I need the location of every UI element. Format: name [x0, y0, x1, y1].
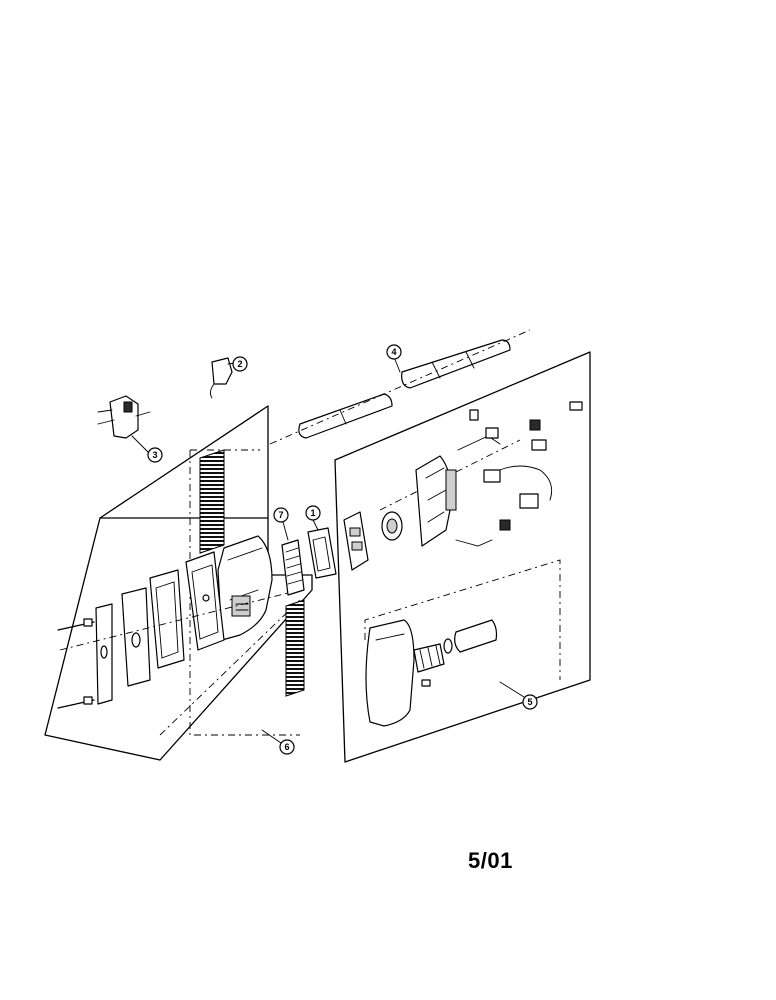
- part-1-gasket: [307, 527, 337, 579]
- motor-housing: [415, 455, 457, 547]
- callout-6: 6: [261, 729, 295, 755]
- part-2-charger: [209, 357, 243, 399]
- wire-harness: [455, 401, 583, 547]
- battery-pack-lower: [298, 393, 393, 439]
- part-3-bracket: [97, 395, 151, 453]
- axis-line-4: [269, 329, 531, 445]
- screw-upper: [57, 618, 95, 631]
- nozzle-cover: [365, 619, 415, 727]
- small-clip: [421, 679, 431, 687]
- grille-bottom: [285, 599, 305, 697]
- frame-3: [149, 569, 185, 669]
- svg-text:7: 7: [278, 510, 283, 520]
- switch-plate: [343, 511, 369, 571]
- callout-2: 2: [232, 356, 248, 372]
- callout-1: 1: [305, 505, 321, 531]
- callout-5: 5: [499, 681, 538, 710]
- brush-roll: [413, 643, 445, 673]
- screw-lower: [57, 696, 95, 709]
- callout-4: 4: [386, 344, 402, 360]
- panel-5-inner-box: [364, 439, 561, 680]
- svg-text:1: 1: [310, 508, 315, 518]
- frame-2: [121, 587, 151, 687]
- svg-text:2: 2: [237, 359, 242, 369]
- svg-text:3: 3: [152, 450, 157, 460]
- part-4-battery-pack: [391, 339, 511, 389]
- svg-text:5: 5: [527, 697, 532, 707]
- part-7-lens: [281, 539, 305, 596]
- panel-5-outline: [334, 351, 591, 763]
- callout-7: 7: [273, 507, 289, 541]
- gear-wheel: [381, 511, 403, 541]
- callout-3: 3: [147, 447, 163, 463]
- svg-text:4: 4: [391, 347, 396, 357]
- grille-top: [199, 449, 225, 554]
- date-code: 5/01: [468, 848, 513, 873]
- frame-1: [95, 603, 113, 705]
- front-housing: [217, 535, 273, 641]
- svg-text:6: 6: [284, 742, 289, 752]
- frame-4: [185, 551, 225, 651]
- axis-line-6: [59, 589, 301, 651]
- drive-shaft: [443, 619, 498, 654]
- panel-6-inner-box: [159, 449, 301, 736]
